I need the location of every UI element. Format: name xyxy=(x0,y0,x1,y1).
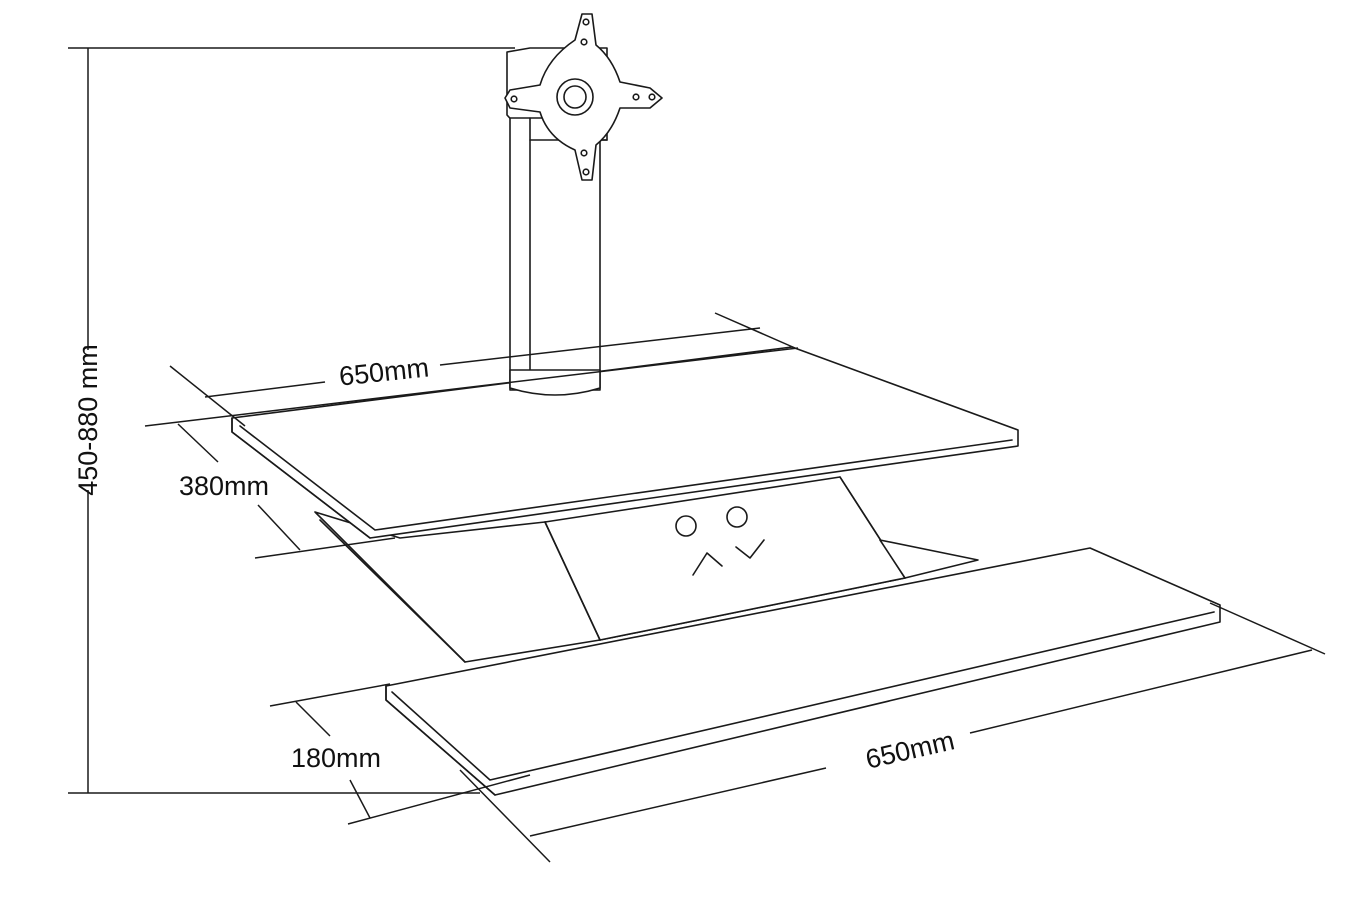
top-width-line-right xyxy=(439,327,761,366)
keyboard-tray-front-edge xyxy=(385,685,496,796)
top-width-extension-front xyxy=(144,347,799,427)
top-depth-line-lower xyxy=(257,504,301,551)
vesa-hole-left xyxy=(510,95,518,103)
vesa-hole-right-1 xyxy=(632,93,640,101)
keyboard-depth-line-lower xyxy=(349,779,371,819)
vesa-hole-bottom-2 xyxy=(580,149,588,157)
keyboard-tray xyxy=(385,547,1221,796)
lift-mechanism xyxy=(314,476,979,663)
top-depth-dimension: 380mm xyxy=(177,423,396,559)
vesa-hole-bottom-1 xyxy=(582,168,590,176)
keyboard-depth-line-upper xyxy=(295,701,331,737)
vesa-mount xyxy=(504,13,663,181)
keyboard-width-tick-left xyxy=(459,769,551,863)
vesa-hole-right-2 xyxy=(648,93,656,101)
keyboard-depth-label: 180mm xyxy=(291,743,381,773)
lift-plate-edge xyxy=(319,519,466,663)
down-arrow-icon xyxy=(735,539,765,559)
keyboard-width-tick-right xyxy=(1209,602,1326,655)
top-width-label: 650mm xyxy=(338,352,431,391)
up-arrow-icon xyxy=(692,552,723,576)
keyboard-width-label: 650mm xyxy=(863,725,957,774)
pole-base xyxy=(509,369,601,396)
top-width-line-left xyxy=(204,381,326,398)
top-depth-line-upper xyxy=(177,423,219,463)
lift-knob-right xyxy=(726,506,748,528)
keyboard-tray-thickness-line xyxy=(391,611,1215,781)
keyboard-depth-extension-bottom xyxy=(347,774,531,825)
keyboard-depth-dimension: 180mm xyxy=(269,683,531,825)
lift-rear-arm xyxy=(879,539,979,579)
top-surface-thickness-line xyxy=(239,425,1013,531)
keyboard-depth-extension-top xyxy=(269,683,391,707)
lift-knob-left xyxy=(675,515,697,537)
top-width-tick-right xyxy=(714,312,796,349)
vesa-hub-inner xyxy=(563,85,587,109)
lift-panel-edge xyxy=(544,521,601,641)
height-dimension: 450-880 mm xyxy=(68,47,515,794)
vesa-hole-top-1 xyxy=(582,18,590,26)
top-depth-label: 380mm xyxy=(179,471,269,501)
keyboard-width-line-left xyxy=(529,767,827,837)
top-depth-extension-bottom xyxy=(254,537,396,559)
height-label: 450-880 mm xyxy=(73,344,103,496)
keyboard-width-line-right xyxy=(969,649,1313,734)
vesa-hole-top-2 xyxy=(580,38,588,46)
top-surface-front-edge xyxy=(231,417,371,539)
